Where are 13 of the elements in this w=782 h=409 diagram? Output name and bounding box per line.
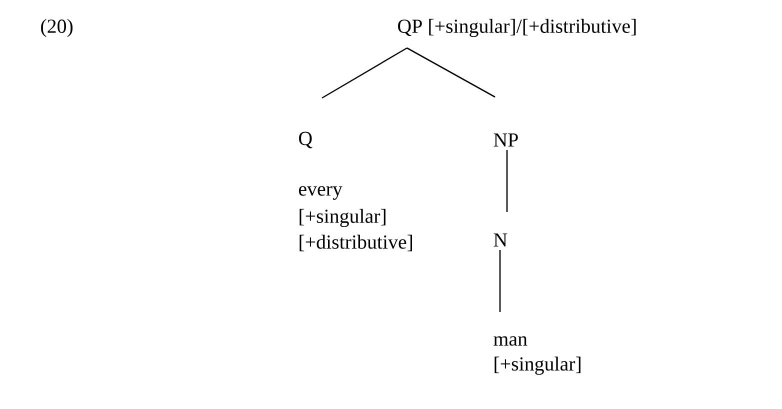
tree-branch: [506, 150, 508, 212]
tree-branch: [499, 250, 501, 312]
tree-node-label: man [+singular]: [494, 336, 580, 375]
feature-text: [+singular]: [300, 208, 386, 228]
feature-text: [+distributive]: [300, 234, 412, 252]
feature-text: every: [298, 186, 342, 200]
tree-node-label: Q: [299, 132, 312, 148]
tree-node-label: NP: [494, 133, 518, 147]
example-number: (20): [41, 18, 73, 38]
tree-node-label: N: [494, 233, 508, 247]
tree-node-label: QP [+singular]/[+distributive]: [398, 18, 636, 38]
tree-branch: [406, 47, 496, 98]
tree-branch: [322, 47, 408, 99]
